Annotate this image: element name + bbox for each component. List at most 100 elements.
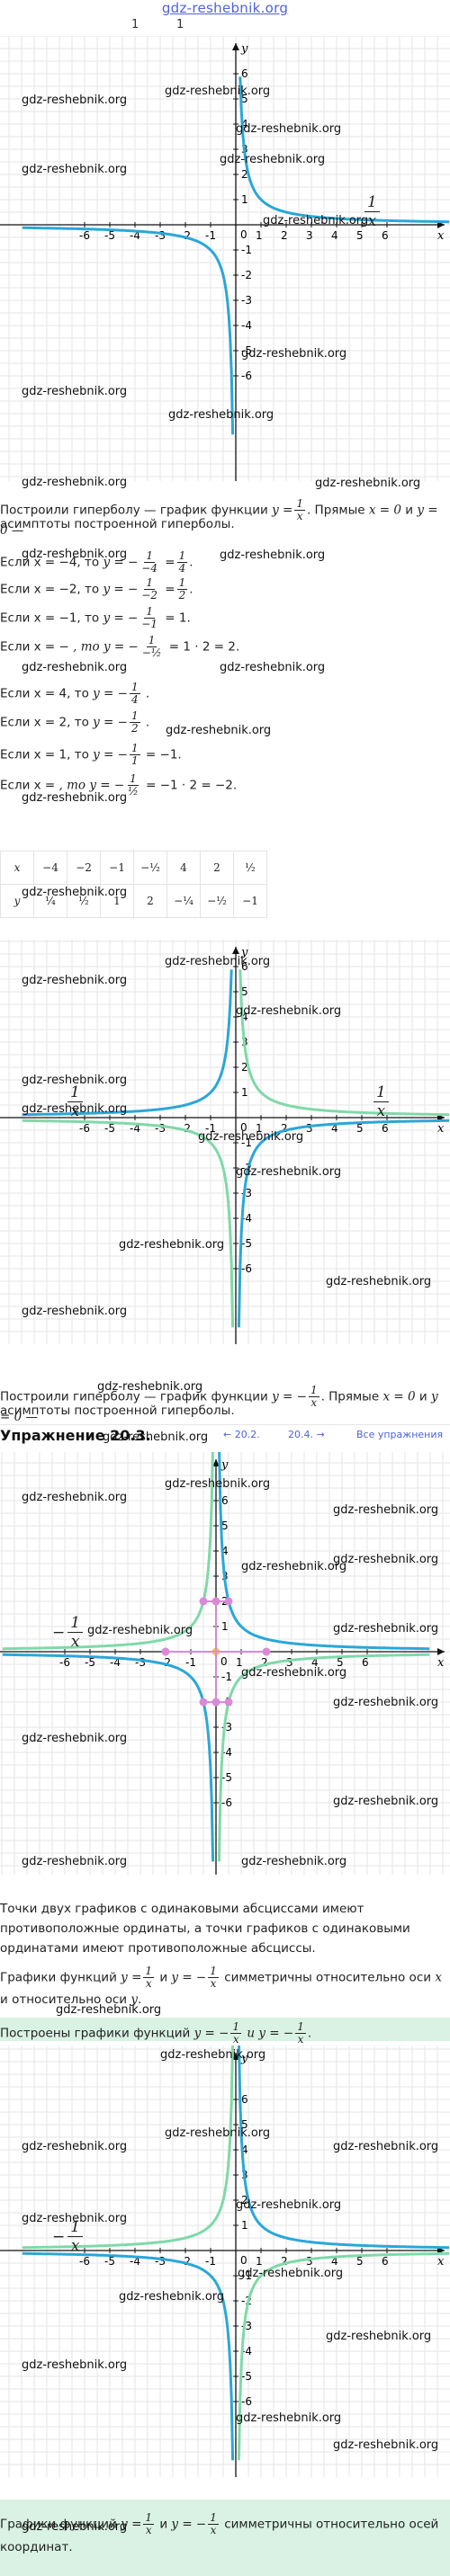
hyperbola-minus-1-over-x-right xyxy=(217,1653,430,1862)
watermark: gdz-reshebnik.org xyxy=(165,955,271,968)
y-axis-label: y xyxy=(240,42,248,56)
table-cell: −½ xyxy=(133,851,167,885)
y-tick-label: 5 xyxy=(241,985,248,998)
graph-3: xy-6-5-4-3-2-1123456123456-1-2-3-4-5-60 … xyxy=(0,1452,450,1875)
x-tick-label: 6 xyxy=(382,1122,389,1135)
site-logo-link[interactable]: gdz-reshebnik.org xyxy=(161,0,289,16)
x-tick-label: -5 xyxy=(85,1656,95,1669)
y-tick-label: 4 xyxy=(241,1011,248,1023)
watermark: gdz-reshebnik.org xyxy=(236,2411,342,2425)
watermark: gdz-reshebnik.org xyxy=(22,385,128,398)
y-tick-label: 4 xyxy=(241,2144,248,2156)
hyperbola-minus-1-over-x-right xyxy=(237,1119,450,1328)
watermark: gdz-reshebnik.org xyxy=(241,1855,347,1868)
watermark: gdz-reshebnik.org xyxy=(236,122,342,136)
watermark: gdz-reshebnik.org xyxy=(22,661,128,674)
watermark: gdz-reshebnik.org xyxy=(220,153,326,166)
x-tick-label: 5 xyxy=(356,2255,364,2268)
x-tick-label: 3 xyxy=(306,2255,313,2268)
x-tick-label: 3 xyxy=(306,229,313,242)
next-exercise-link[interactable]: 20.4. → xyxy=(288,1429,325,1440)
x-tick-label: 4 xyxy=(331,2255,338,2268)
watermark: gdz-reshebnik.org xyxy=(22,2140,128,2153)
hyperbola-1-over-x-left xyxy=(22,2251,235,2461)
hyperbola-minus-1-over-x-left xyxy=(22,2046,234,2250)
paragraph-symmetry: Точки двух графиков с одинаковыми абсцис… xyxy=(0,1902,410,1956)
x-tick-label: 5 xyxy=(356,229,364,242)
paragraph-asymptotes-1: Построили гиперболу — график функции y =… xyxy=(0,497,438,539)
watermark: gdz-reshebnik.org xyxy=(165,85,271,98)
hyperbola-1-over-x-right xyxy=(238,76,450,224)
watermark: gdz-reshebnik.org xyxy=(22,1732,128,1745)
watermark: gdz-reshebnik.org xyxy=(87,1624,194,1637)
grid xyxy=(0,1452,450,1875)
y-tick-label: -3 xyxy=(241,2320,252,2332)
calc-line: Если x = −1, то y = −1−1 = 1. xyxy=(0,605,191,630)
watermark: gdz-reshebnik.org xyxy=(333,1553,439,1566)
x-tick-label: -1 xyxy=(185,1656,196,1669)
x-tick-label: 5 xyxy=(356,1122,364,1135)
y-tick-label: -6 xyxy=(241,1262,252,1275)
x-tick-label: 3 xyxy=(286,1656,293,1669)
x-tick-label: -2 xyxy=(180,2255,191,2268)
x-tick-label: 6 xyxy=(362,1656,369,1669)
watermark: gdz-reshebnik.org xyxy=(22,1102,128,1116)
hyperbola-1-over-x-left xyxy=(22,226,235,435)
x-tick-label: -1 xyxy=(205,229,216,242)
y-tick-label: -2 xyxy=(241,1162,252,1174)
grid xyxy=(0,2046,450,2477)
watermark: gdz-reshebnik.org xyxy=(220,548,326,562)
y-tick-label: 5 xyxy=(221,1520,229,1532)
x-axis-label: x xyxy=(437,1656,445,1670)
fragment-digit: 1 xyxy=(176,18,184,31)
table-cell: −¼ xyxy=(166,884,201,918)
x-axis-label: x xyxy=(437,1122,445,1136)
x-tick-label: 4 xyxy=(331,229,338,242)
watermark: gdz-reshebnik.org xyxy=(22,548,128,561)
y-tick-label: -5 xyxy=(241,1237,252,1250)
table-cell: 2 xyxy=(200,851,234,885)
y-axis-label: y xyxy=(220,1458,229,1472)
y-tick-label: -4 xyxy=(241,319,252,332)
watermark: gdz-reshebnik.org xyxy=(119,1238,225,1252)
y-tick-label: 6 xyxy=(241,960,248,973)
hyperbola-minus-1-over-x-left xyxy=(22,969,233,1117)
y-tick-label: -4 xyxy=(241,2345,252,2358)
y-tick-label: -1 xyxy=(221,1671,232,1683)
y-tick-label: -2 xyxy=(241,269,252,281)
watermark: gdz-reshebnik.org xyxy=(241,347,347,361)
watermark: gdz-reshebnik.org xyxy=(22,163,128,176)
y-tick-label: 1 xyxy=(241,2219,248,2232)
watermark: gdz-reshebnik.org xyxy=(165,2126,271,2140)
watermark: gdz-reshebnik.org xyxy=(165,1477,271,1491)
watermark: gdz-reshebnik.org xyxy=(241,1560,347,1573)
values-table: x −4 −2 −1 −½ 4 2 ½ y ¼ ½ 1 2 −¼ −½ −1 xyxy=(0,851,267,918)
y-tick-label: -6 xyxy=(221,1796,232,1809)
x-tick-label: -4 xyxy=(130,2255,140,2268)
x-tick-label: -1 xyxy=(205,2255,216,2268)
calc-line: Если x = − , то y = −1−½ = 1 · 2 = 2. xyxy=(0,634,240,659)
fragment-digit: 1 xyxy=(131,18,140,31)
x-tick-label: 1 xyxy=(256,1122,263,1135)
x-tick-label: 5 xyxy=(337,1656,344,1669)
watermark: gdz-reshebnik.org xyxy=(119,2290,225,2304)
x-tick-label: 4 xyxy=(331,1122,338,1135)
watermark: gdz-reshebnik.org xyxy=(236,1004,342,1018)
prev-exercise-link[interactable]: ← 20.2. xyxy=(223,1429,260,1440)
table-cell: −½ xyxy=(200,884,234,918)
table-cell: −1 xyxy=(233,884,267,918)
y-tick-label: 6 xyxy=(221,1494,229,1507)
all-exercises-link[interactable]: Все упражнения xyxy=(356,1429,444,1440)
watermark: gdz-reshebnik.org xyxy=(22,2212,128,2225)
y-axis-arrow xyxy=(212,1459,220,1466)
